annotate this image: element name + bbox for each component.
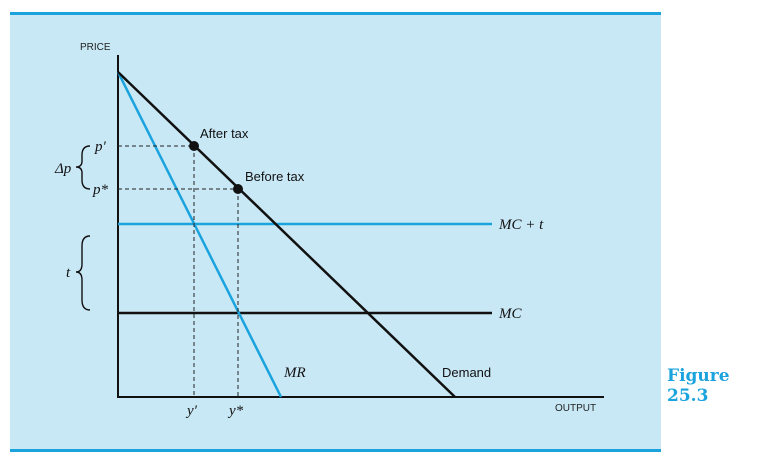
delta-p-brace — [75, 145, 91, 190]
bottom-rule — [10, 449, 661, 452]
figure-caption-word: Figure — [667, 366, 730, 386]
p-star-label: p* — [92, 182, 109, 198]
x-axis-label: OUTPUT — [555, 403, 596, 414]
mr-label: MR — [283, 365, 306, 381]
t-label: t — [66, 265, 71, 281]
delta-p-label: Δp — [54, 161, 72, 177]
p-prime-label: p' — [94, 139, 107, 155]
t-brace — [75, 235, 91, 311]
figure-caption-number: 25.3 — [667, 386, 709, 406]
after-tax-point — [189, 141, 199, 151]
demand-label: Demand — [442, 365, 491, 380]
y-axis-label: PRICE — [80, 42, 111, 53]
mr-line — [116, 71, 283, 398]
mc-label: MC — [498, 306, 522, 322]
before-tax-label: Before tax — [245, 169, 305, 184]
top-rule — [10, 12, 661, 15]
demand-line — [117, 71, 456, 398]
y-prime-label: y' — [185, 403, 198, 419]
y-star-label: y* — [227, 403, 244, 419]
mc-plus-t-label: MC + t — [498, 217, 544, 233]
after-tax-label: After tax — [200, 126, 249, 141]
before-tax-point — [233, 184, 243, 194]
